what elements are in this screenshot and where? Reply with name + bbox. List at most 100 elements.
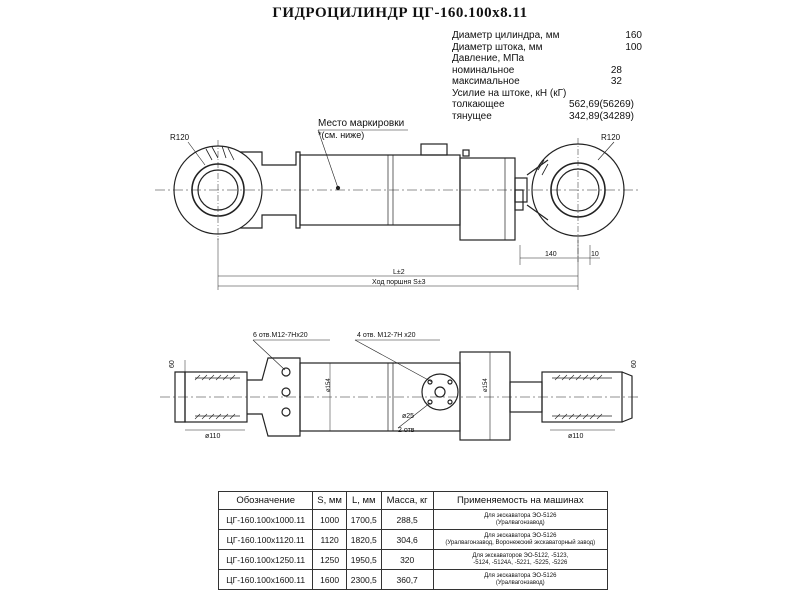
length-cell: 2300,5	[345, 569, 382, 590]
column-header: S, мм	[312, 491, 347, 510]
spec-value: 32	[610, 76, 622, 87]
leader-line	[252, 339, 286, 371]
spec-value: 28	[610, 64, 622, 76]
holes-right-label: 4 отв. М12-7Н х20	[357, 332, 416, 339]
dia-mid-label: ø154	[326, 378, 332, 392]
stroke-cell: 1000	[312, 509, 347, 530]
table-row: ЦГ-160.100х1120.11 1120 1820,5 304,6 Для…	[217, 529, 609, 550]
usage-line: Для экскаваторов ЭО-5122, -5123,	[472, 552, 569, 559]
leader-line	[317, 129, 339, 189]
two-holes-label: 2 отв	[398, 427, 415, 434]
stroke-cell: 1250	[312, 549, 347, 570]
usage-cell: Для экскаватора ЭО-5126(Уралвагонзавод)	[432, 569, 609, 590]
radius-right-label: R120	[601, 133, 621, 142]
length-cell: 1700,5	[345, 509, 382, 530]
usage-cell: Для экскаваторов ЭО-5122, -5123,-5124, -…	[432, 549, 609, 570]
spec-label: Диаметр цилиндра, мм	[452, 30, 560, 41]
hatching	[194, 374, 236, 420]
mount-hole	[281, 367, 291, 377]
mount-hole	[281, 407, 291, 417]
mass-cell: 320	[380, 549, 434, 570]
spec-value: 342,89(34289)	[568, 110, 634, 122]
designation-cell: ЦГ-160.100х1250.11	[217, 549, 314, 570]
hatching	[537, 159, 549, 176]
usage-line: (Уралвагонзавод, Воронежский экскаваторн…	[445, 539, 596, 546]
usage-line: Для экскаватора ЭО-5126	[484, 572, 557, 579]
height-left-label: 60	[169, 360, 176, 368]
port-hole	[434, 386, 446, 398]
designation-cell: ЦГ-160.100х1120.11	[217, 529, 314, 550]
drawing-title: ГИДРОЦИЛИНДР ЦГ-160.100х8.11	[272, 5, 528, 21]
usage-cell: Для экскаватора ЭО-5126(Уралвагонзавод)	[432, 509, 609, 530]
stroke-cell: 1120	[312, 529, 347, 550]
designation-cell: ЦГ-160.100х1000.11	[217, 509, 314, 530]
spec-label: тянущее	[452, 110, 492, 122]
dim-140-label: 140	[545, 251, 557, 258]
hatching	[554, 374, 603, 420]
rod-block-inner	[514, 189, 524, 211]
side-view: 6 отв.М12-7Нх20 4 отв. М12-7Н х20 ø110 ø…	[160, 332, 640, 441]
spec-label: максимальное	[452, 76, 520, 87]
table-row: ЦГ-160.100х1000.11 1000 1700,5 288,5 Для…	[217, 509, 609, 530]
table-row: ЦГ-160.100х1600.11 1600 2300,5 360,7 Для…	[217, 569, 609, 590]
port-boss	[420, 143, 448, 156]
dim-L-label: L±2	[393, 269, 405, 276]
applicability-table: Обозначение S, мм L, мм Масса, кг Примен…	[217, 491, 609, 590]
port-bolt	[427, 399, 433, 405]
spec-label: номинальное	[452, 64, 515, 76]
spec-value: 100	[625, 41, 642, 53]
column-header: L, мм	[345, 491, 382, 510]
radius-left-label: R120	[170, 133, 190, 142]
leader-line	[597, 141, 615, 161]
mass-cell: 304,6	[380, 529, 434, 550]
leader-dot	[335, 185, 341, 191]
table-header-row: Обозначение S, мм L, мм Масса, кг Примен…	[217, 491, 609, 510]
column-header: Масса, кг	[380, 491, 434, 510]
table-row: ЦГ-160.100х1250.11 1250 1950,5 320 Для э…	[217, 549, 609, 570]
spec-row: Давление, МПа	[452, 53, 642, 65]
leader-line	[187, 141, 206, 166]
dim-10-label: 10	[591, 251, 599, 258]
dia-25-label: ø25	[402, 413, 414, 420]
cylinder-flange	[459, 157, 516, 241]
port-bolt	[447, 399, 453, 405]
usage-line: (Уралвагонзавод)	[495, 519, 545, 526]
usage-line: Для экскаватора ЭО-5126	[484, 532, 557, 539]
usage-line: (Уралвагонзавод)	[495, 579, 545, 586]
specifications-block: Диаметр цилиндра, мм 160 Диаметр штока, м…	[452, 30, 642, 122]
length-cell: 1950,5	[345, 549, 382, 570]
spec-label: Диаметр штока, мм	[452, 41, 543, 53]
spec-row: максимальное 32	[452, 76, 642, 88]
marking-label: Место маркировки	[318, 118, 404, 129]
column-header: Обозначение	[217, 491, 314, 510]
spec-label: Усилие на штоке, кН (кГ)	[452, 87, 567, 99]
spec-label: Давление, МПа	[452, 53, 525, 64]
spec-value: 160	[625, 30, 642, 41]
left-eye-lug	[184, 371, 248, 423]
bushing-lines	[552, 377, 612, 417]
length-cell: 1820,5	[345, 529, 382, 550]
dia-right-label: ø110	[568, 433, 584, 440]
spec-row: Диаметр цилиндра, мм 160	[452, 30, 642, 42]
stroke-cell: 1600	[312, 569, 347, 590]
leader-line	[397, 402, 431, 429]
top-view: Место маркировки *(см. ниже) R120 R120 1…	[155, 118, 640, 290]
mass-cell: 288,5	[380, 509, 434, 530]
column-header: Применяемость на машинах	[432, 491, 609, 510]
right-eye-lug	[541, 371, 623, 423]
port-pad	[421, 373, 459, 411]
dia-left-label: ø110	[205, 433, 221, 440]
leader-line	[354, 339, 433, 383]
flange-side	[459, 351, 511, 441]
height-right-label: 60	[631, 360, 638, 368]
spec-label: толкающее	[452, 99, 505, 110]
port-small	[462, 149, 470, 157]
dia-mid2-label: ø154	[483, 378, 489, 392]
designation-cell: ЦГ-160.100х1600.11	[217, 569, 314, 590]
spec-row: Усилие на штоке, кН (кГ)	[452, 88, 642, 100]
mass-cell: 360,7	[380, 569, 434, 590]
hatching	[205, 145, 235, 161]
bushing-lines	[195, 377, 240, 417]
